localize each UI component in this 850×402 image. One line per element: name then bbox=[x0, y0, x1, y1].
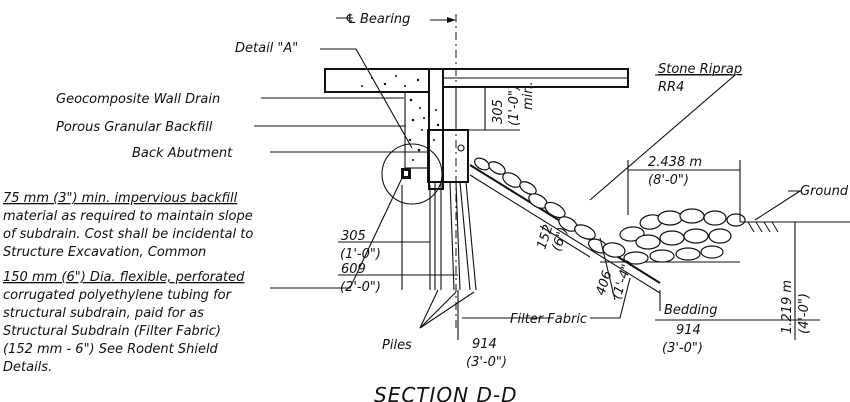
note2-line4: Structural Subdrain (Filter Fabric) bbox=[3, 324, 221, 339]
note1-line2: material as required to maintain slope bbox=[3, 209, 253, 224]
concrete-stipple bbox=[361, 75, 440, 141]
bearing-label: Bearing bbox=[360, 12, 410, 27]
section-title: SECTION D-D bbox=[374, 383, 518, 402]
stone-riprap-label: Stone Riprap bbox=[658, 62, 742, 77]
note2-line5: (152 mm - 6") See Rodent Shield bbox=[3, 342, 219, 357]
geocomposite-label: Geocomposite Wall Drain bbox=[56, 92, 220, 107]
note1-line3: of subdrain. Cost shall be incidental to bbox=[3, 227, 253, 242]
dim-1-0-left-label: (1'-0") bbox=[340, 247, 381, 262]
dim-2438-label: 2.438 m bbox=[648, 155, 702, 170]
ground-label: Ground bbox=[800, 184, 849, 199]
dim-1-0-min-label: (1'-0") bbox=[507, 85, 522, 126]
dim-152-label: 152 bbox=[535, 223, 557, 251]
detail-a-label: Detail "A" bbox=[235, 41, 298, 56]
backfill-stipple bbox=[408, 98, 425, 161]
filter-fabric-line bbox=[469, 174, 661, 294]
note2-line2: corrugated polyethylene tubing for bbox=[3, 288, 233, 303]
dim-914-mid-label: 914 bbox=[472, 337, 497, 352]
dim-4-0-label: (4'-0") bbox=[797, 293, 812, 334]
piles-label: Piles bbox=[382, 338, 412, 353]
bearing-symbol: ℄ bbox=[345, 12, 357, 27]
pile-cap bbox=[427, 129, 469, 183]
dim-914-right-label: 914 bbox=[676, 323, 701, 338]
dim-609-label: 609 bbox=[341, 262, 366, 277]
bedding-label: Bedding bbox=[664, 303, 718, 318]
dim-1219-label: 1.219 m bbox=[780, 280, 795, 334]
detail-a-circle bbox=[381, 143, 443, 205]
rr4-label: RR4 bbox=[658, 80, 684, 95]
dim-152-line bbox=[539, 225, 591, 258]
dim-min-label: min. bbox=[521, 81, 536, 110]
bearing-arrowhead bbox=[447, 17, 456, 23]
note1-line1: 75 mm (3") min. impervious backfill bbox=[3, 191, 238, 206]
riprap-stones bbox=[474, 157, 746, 265]
back-abutment-label: Back Abutment bbox=[132, 146, 233, 161]
dim-2-0-label: (2'-0") bbox=[340, 280, 381, 295]
filter-fabric-label: Filter Fabric bbox=[510, 312, 587, 327]
dim-406-line bbox=[599, 237, 616, 301]
note2-line6: Details. bbox=[3, 360, 52, 375]
porous-label: Porous Granular Backfill bbox=[56, 120, 213, 135]
dim-6in-label: (6") bbox=[550, 225, 572, 253]
dim-305-top-label: 305 bbox=[491, 99, 506, 124]
approach-slab bbox=[324, 68, 430, 93]
bearing-dot bbox=[457, 144, 465, 152]
ground-hatch bbox=[747, 221, 779, 233]
porous-backfill bbox=[404, 91, 430, 169]
dim-3-0-mid-label: (3'-0") bbox=[466, 355, 507, 370]
leaders bbox=[254, 17, 802, 329]
dim-406-label: 406 bbox=[594, 269, 616, 297]
dim-8-0-label: (8'-0") bbox=[648, 173, 689, 188]
subdrain-hole bbox=[404, 171, 408, 176]
piles bbox=[434, 181, 477, 291]
dim-305-left-label: 305 bbox=[341, 229, 366, 244]
note1-line4: Structure Excavation, Common bbox=[3, 245, 206, 260]
dim-3-0-right-label: (3'-0") bbox=[662, 341, 703, 356]
note2-line3: structural subdrain, paid for as bbox=[3, 306, 204, 321]
note2-line1: 150 mm (6") Dia. flexible, perforated bbox=[3, 270, 245, 285]
